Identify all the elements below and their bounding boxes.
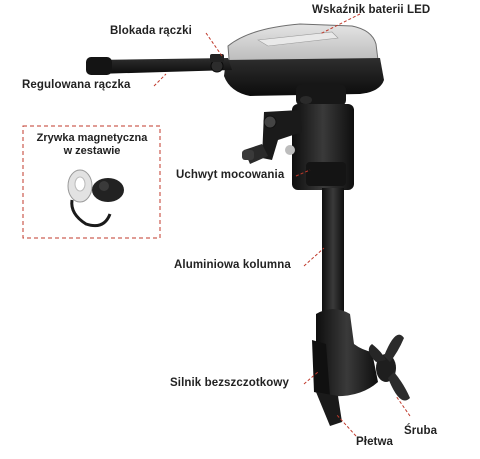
label-adjustable-handle: Regulowana rączka (22, 79, 131, 91)
leader-led (319, 13, 361, 35)
leader-column (303, 247, 325, 267)
tiller-handle (86, 54, 232, 75)
leader-handle (153, 73, 167, 87)
leader-clamp (295, 169, 311, 177)
label-led-indicator: Wskaźnik baterii LED (312, 4, 431, 16)
leader-lock (205, 32, 223, 57)
label-handle-lock: Blokada rączki (110, 25, 192, 37)
label-aluminium-column: Aluminiowa kolumna (174, 259, 291, 271)
leader-motor (303, 371, 319, 385)
label-brushless-motor: Silnik bezszczotkowy (170, 377, 289, 389)
lanyard-clip-icon (92, 178, 124, 202)
label-fin: Płetwa (356, 436, 394, 448)
inset-title-line2: w zestawie (63, 145, 121, 157)
lower-unit (312, 309, 378, 426)
label-propeller: Śruba (404, 425, 438, 437)
leader-fin (335, 413, 357, 437)
battery-head (224, 23, 384, 106)
skeg-fin (316, 392, 342, 426)
mounting-bracket (242, 104, 354, 190)
leader-prop (395, 395, 411, 417)
leader-lines (153, 13, 411, 437)
inset-title: Zrywka magnetyczna w zestawie (26, 132, 158, 158)
label-mounting-clamp: Uchwyt mocowania (176, 169, 285, 181)
aluminium-shaft (322, 188, 344, 318)
propeller (368, 334, 410, 401)
lanyard-cord (70, 199, 112, 228)
magnetic-kill-switch-inset (22, 125, 161, 239)
inset-title-line1: Zrywka magnetyczna (36, 132, 148, 144)
